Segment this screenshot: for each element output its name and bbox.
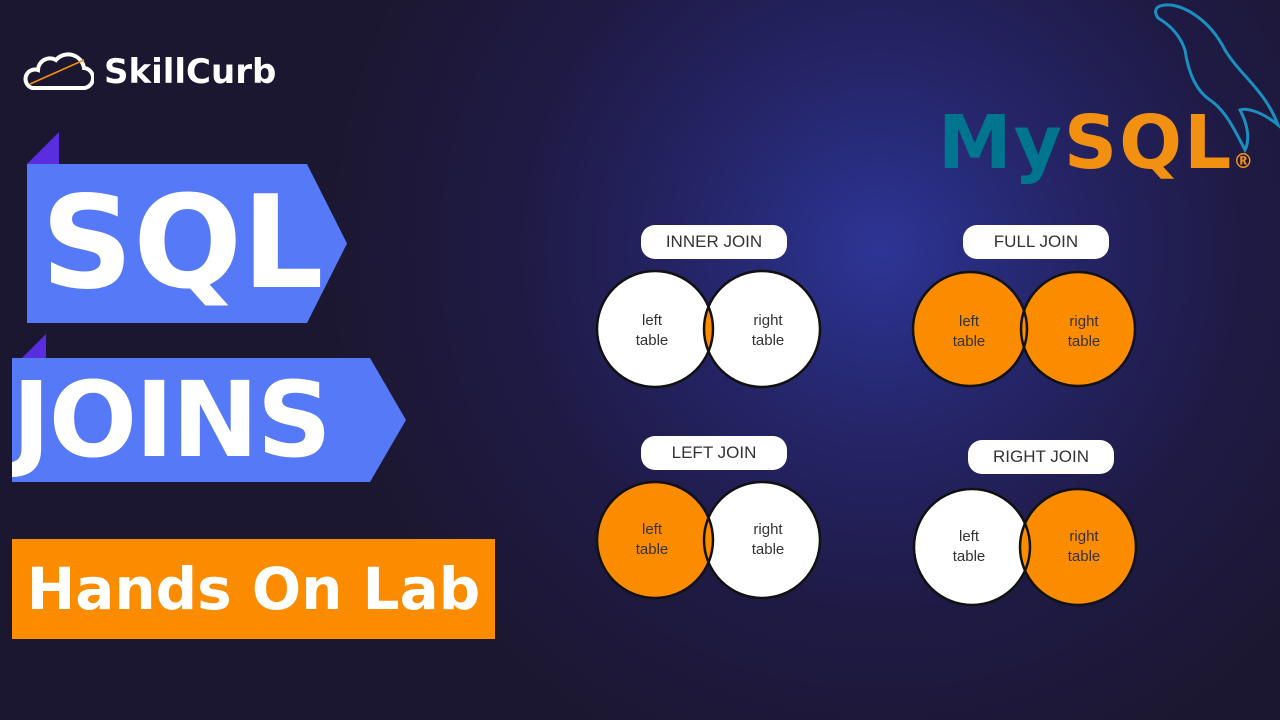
subtitle: Hands On Lab [26, 555, 481, 623]
banner-accent [22, 334, 46, 358]
mysql-logo: MySQL® [938, 100, 1255, 186]
mysql-sql: SQL [1063, 100, 1234, 186]
right-label: right [1069, 313, 1099, 330]
right-label: table [1068, 548, 1101, 565]
left-label: left [959, 528, 980, 545]
right-join-label: RIGHT JOIN [968, 440, 1114, 474]
title-sql: SQL [41, 169, 324, 318]
title-joins: JOINS [12, 359, 332, 481]
left-label: table [953, 333, 986, 350]
title-joins-banner: JOINS [12, 358, 406, 482]
dolphin-icon [1154, 3, 1280, 154]
banner-accent [27, 132, 59, 164]
venn-full-join: left table right table [911, 270, 1137, 388]
cloud-icon [23, 52, 94, 91]
left-label: left [959, 313, 980, 330]
left-label: left [642, 312, 663, 329]
skillcurb-logo: SkillCurb [22, 52, 276, 92]
right-label: right [753, 312, 783, 329]
right-label: table [1068, 333, 1101, 350]
right-label: table [752, 332, 785, 349]
full-join-label: FULL JOIN [963, 225, 1109, 259]
right-label: right [753, 521, 783, 538]
title-sql-banner: SQL [27, 164, 347, 323]
venn-left-join: left table right table [595, 480, 822, 600]
venn-right-join: left table right table [912, 487, 1138, 607]
right-label: right [1069, 528, 1099, 545]
inner-join-label: INNER JOIN [641, 225, 787, 259]
left-join-label: LEFT JOIN [641, 436, 787, 470]
left-label: table [636, 332, 669, 349]
right-label: table [752, 541, 785, 558]
left-label: left [642, 521, 663, 538]
brand-name: SkillCurb [104, 52, 277, 92]
venn-inner-join: left table right table [595, 269, 822, 389]
mysql-registered: ® [1233, 149, 1256, 173]
mysql-my: My [938, 100, 1064, 186]
left-label: table [953, 548, 986, 565]
subtitle-banner: Hands On Lab [12, 539, 495, 639]
left-label: table [636, 541, 669, 558]
